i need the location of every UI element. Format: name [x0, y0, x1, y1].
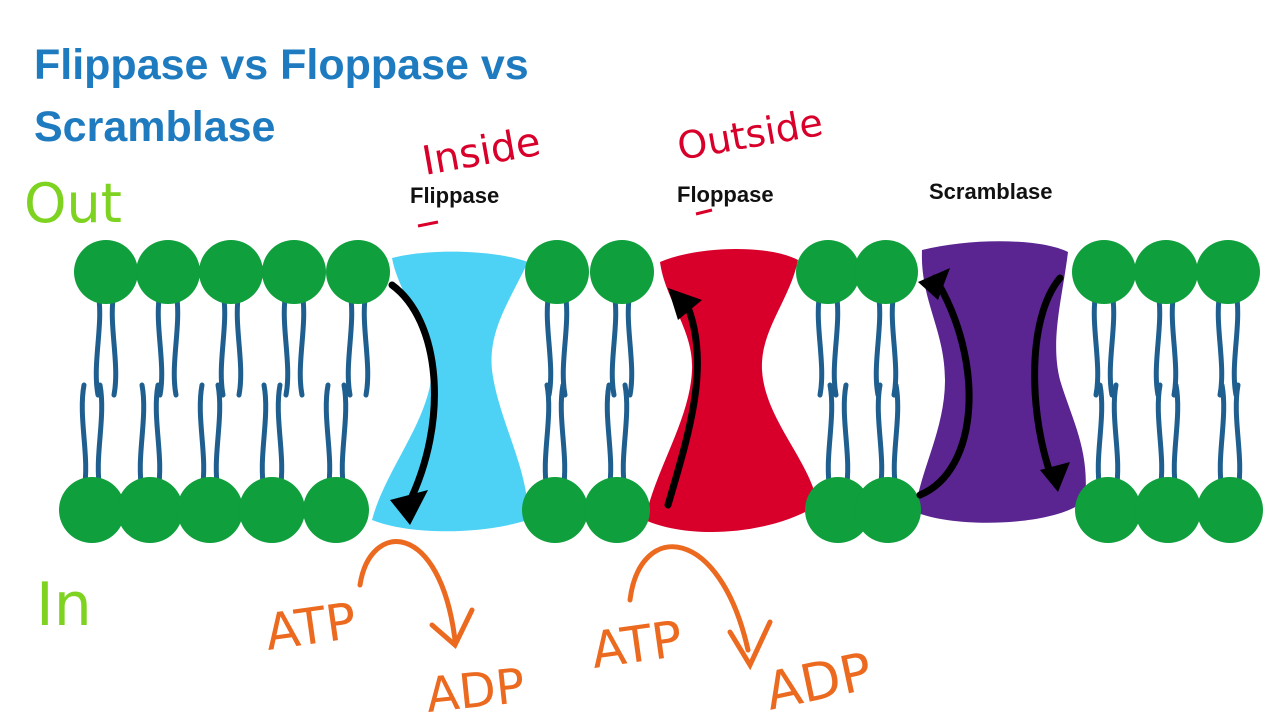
- outer-lipid-head: [854, 240, 918, 304]
- outer-lipid-head: [1134, 240, 1198, 304]
- outer-lipid-head: [136, 240, 200, 304]
- outer-lipid-tail: [345, 289, 371, 398]
- flippase-energy-arrowhead: [429, 607, 475, 650]
- flippase-adp: ADP: [423, 658, 527, 720]
- inner-lipid-head: [584, 477, 650, 543]
- inner-lipid-tail: [1095, 382, 1121, 493]
- outer-lipid-head: [1196, 240, 1260, 304]
- inner-lipid-head: [522, 477, 588, 543]
- inner-lipid-head: [805, 477, 871, 543]
- outer-lipid-head: [590, 240, 654, 304]
- floppase-direction: Outside: [674, 100, 826, 169]
- inner-lipid-tail: [604, 382, 630, 493]
- outer-lipid-head: [525, 240, 589, 304]
- floppase-arrowhead: [668, 288, 702, 320]
- outer-lipid-tail: [155, 289, 181, 398]
- flippase-arrow: [388, 281, 438, 509]
- floppase-energy-arrowhead: [727, 619, 773, 671]
- outer-lipid-tail: [1153, 289, 1179, 398]
- outer-lipid-tail: [1215, 289, 1241, 398]
- floppase-atp: ATP: [588, 610, 686, 680]
- floppase-underline: [695, 208, 713, 216]
- outer-lipid-head: [796, 240, 860, 304]
- inner-lipid-head: [303, 477, 369, 543]
- inner-lipid-tail: [1155, 382, 1181, 493]
- inner-lipid-head: [1197, 477, 1263, 543]
- inner-lipid-head: [177, 477, 243, 543]
- inner-lipid-head: [239, 477, 305, 543]
- outer-lipid-tail: [609, 289, 635, 398]
- inner-lipid-tail: [79, 382, 105, 493]
- scramblase-down-arrowhead: [1040, 462, 1070, 492]
- flippase-arrowhead: [390, 490, 428, 525]
- outer-lipid-head: [1072, 240, 1136, 304]
- scramblase-up-arrowhead: [918, 268, 950, 300]
- flippase-label: Flippase: [410, 183, 499, 208]
- flippase-underline: [417, 220, 439, 228]
- inner-lipid-head: [59, 477, 125, 543]
- inner-lipid-tail: [542, 382, 568, 493]
- outer-lipid-tail: [815, 289, 841, 398]
- outer-lipid-tail: [281, 289, 307, 398]
- flippase-atp: ATP: [262, 592, 360, 662]
- floppase-label: Floppase: [677, 182, 774, 207]
- flippase-energy-arrow: [357, 539, 458, 643]
- page-title: Flippase vs Floppase vs Scramblase: [34, 41, 529, 151]
- in-label: In: [36, 570, 92, 640]
- flippase-protein: [372, 251, 529, 532]
- inner-lipid-tail: [825, 382, 851, 493]
- inner-lipid-head: [117, 477, 183, 543]
- floppase-energy-arrow: [627, 544, 751, 653]
- outer-lipid-tail: [1091, 289, 1117, 398]
- flippase-direction: Inside: [419, 119, 544, 185]
- inner-lipid-tail: [197, 382, 223, 493]
- inner-lipid-tail: [323, 382, 349, 493]
- outer-lipid-head: [74, 240, 138, 304]
- scramblase-arrow-up: [916, 274, 973, 499]
- outer-lipid-head: [262, 240, 326, 304]
- out-label: Out: [24, 172, 122, 235]
- inner-lipid-tail: [875, 382, 901, 493]
- outer-lipid-tail: [218, 289, 244, 398]
- floppase-protein: [645, 248, 818, 532]
- inner-lipid-head: [1075, 477, 1141, 543]
- inner-lipid-tail: [259, 382, 285, 493]
- floppase-arrow: [664, 296, 701, 509]
- inner-lipid-head: [1135, 477, 1201, 543]
- lipid-heads: [59, 240, 1263, 543]
- scramblase-arrow-down: [1031, 274, 1064, 482]
- outer-lipid-tail: [93, 289, 119, 398]
- outer-lipid-tail: [873, 289, 899, 398]
- inner-lipid-tail: [1217, 382, 1243, 493]
- inner-lipid-head: [855, 477, 921, 543]
- scramblase-label: Scramblase: [929, 179, 1053, 204]
- inner-lipid-tail: [137, 382, 163, 493]
- outer-lipid-head: [326, 240, 390, 304]
- outer-lipid-head: [199, 240, 263, 304]
- outer-lipid-tail: [544, 289, 570, 398]
- floppase-adp: ADP: [760, 642, 877, 720]
